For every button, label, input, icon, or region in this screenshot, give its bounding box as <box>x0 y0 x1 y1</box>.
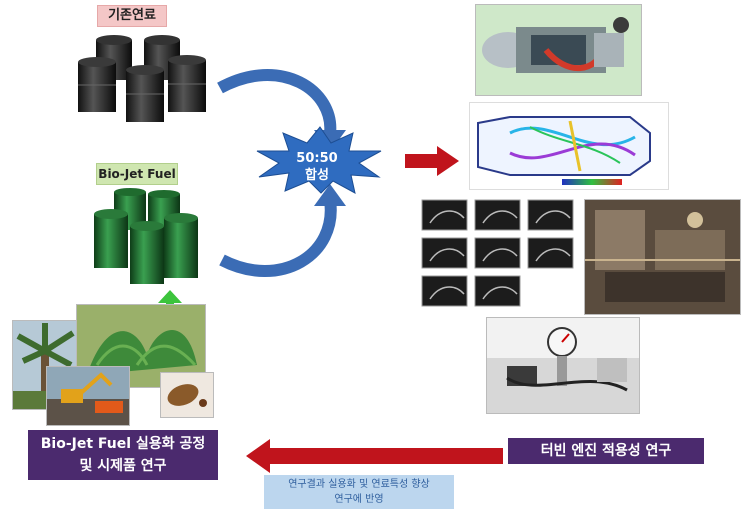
left-box-line2: 및 시제품 연구 <box>79 458 167 474</box>
blend-starburst-icon <box>256 126 382 194</box>
note-line1: 연구결과 실용화 및 연료특성 향상 <box>288 479 430 490</box>
conventional-fuel-label: 기존연료 <box>97 5 167 27</box>
seed-image <box>160 372 214 418</box>
bio-jet-fuel-label: Bio-Jet Fuel <box>96 163 178 185</box>
green-barrels-image <box>94 188 198 284</box>
left-box-line1: Bio-Jet Fuel 실용화 공정 <box>40 436 206 452</box>
blend-line1: 50:50 <box>296 151 338 166</box>
blend-ratio-text: 50:50 합성 <box>287 150 347 184</box>
note-line2: 연구에 반영 <box>334 494 384 505</box>
fuel-test-bench-image <box>486 317 640 414</box>
feedback-note: 연구결과 실용화 및 연료특성 향상 연구에 반영 <box>264 475 454 509</box>
turbine-engine-research-box: 터빈 엔진 적용성 연구 <box>508 438 704 464</box>
engine-test-cell-image <box>584 199 741 315</box>
black-barrels-image <box>78 35 206 122</box>
combustion-frames-grid <box>420 198 575 310</box>
cfd-simulation-image <box>469 102 669 190</box>
bio-jet-fuel-process-box: Bio-Jet Fuel 실용화 공정 및 시제품 연구 <box>28 430 218 480</box>
turbine-engine-image <box>475 4 642 96</box>
red-right-arrow-icon <box>405 146 459 176</box>
blend-line2: 합성 <box>305 168 329 183</box>
excavator-image <box>46 366 130 426</box>
red-left-arrow-icon <box>246 439 503 473</box>
